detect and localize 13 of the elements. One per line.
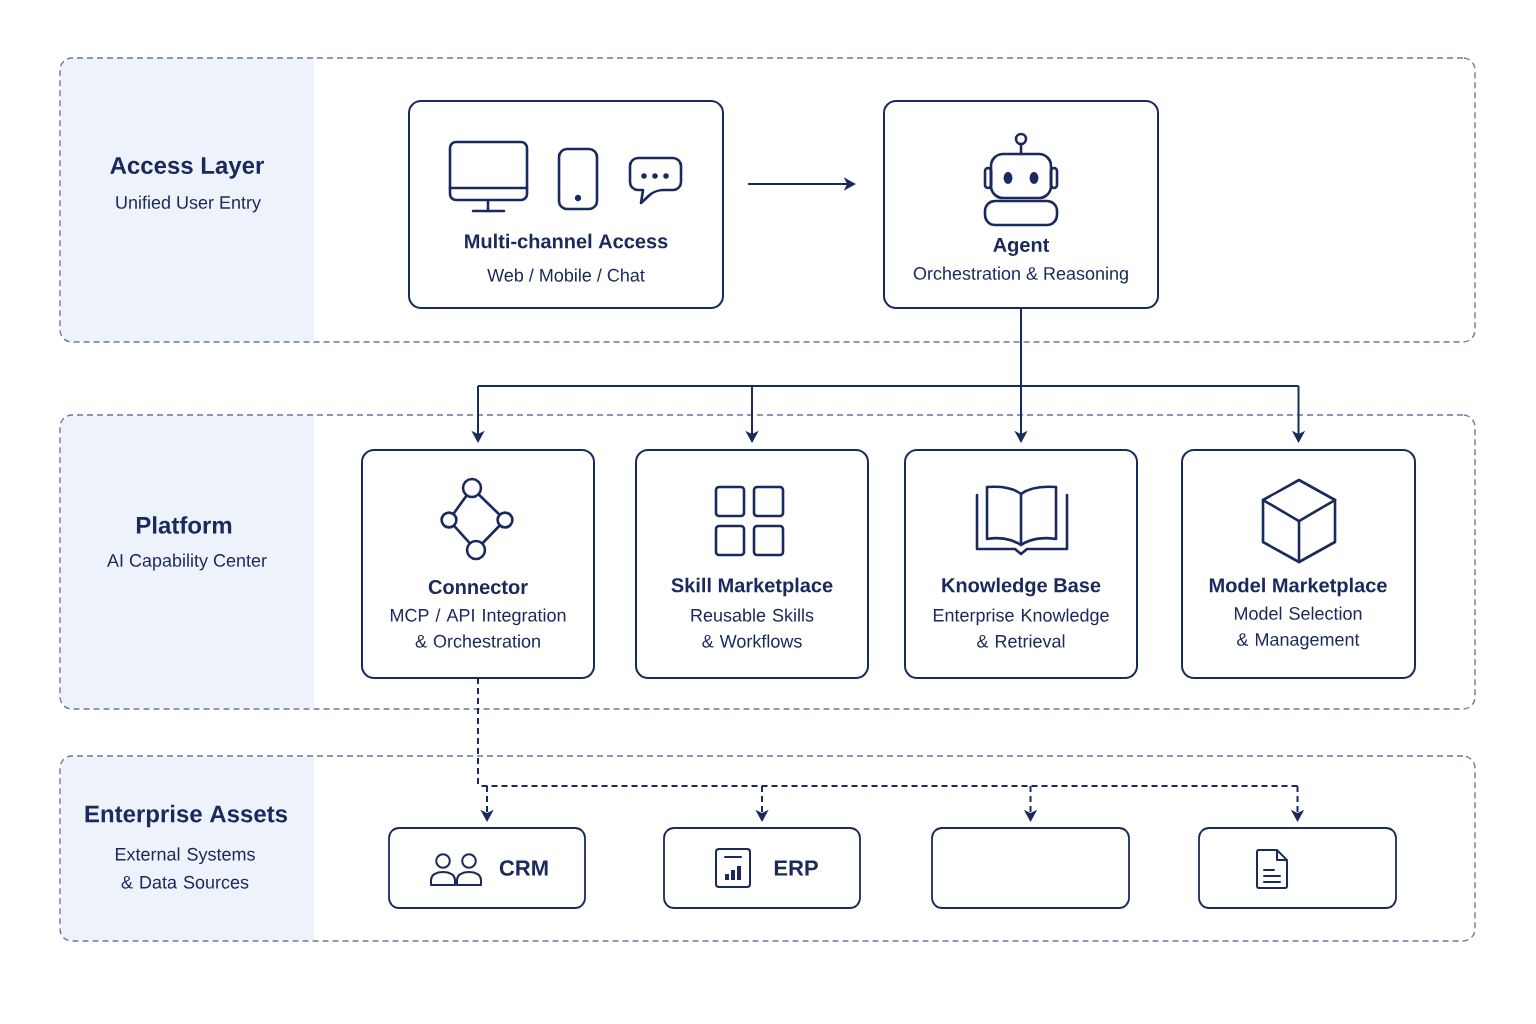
side-panel: Access Layer Unified User Entry (60, 58, 314, 342)
connector-line (477, 677, 1299, 787)
side-panel: Enterprise Assets External Systems & Data Sources (60, 756, 314, 941)
card: Connector MCP / API Integration & Orchestration (361, 449, 595, 679)
system-box (931, 827, 1130, 909)
system-box: CRM (388, 827, 586, 909)
card: Skill Marketplace Reusable Skills & Workflows (635, 449, 869, 679)
system-box: ERP (663, 827, 861, 909)
card: Model Marketplace Model Selection & Management (1181, 449, 1416, 679)
card: Agent Orchestration & Reasoning (883, 100, 1159, 309)
side-panel: Platform AI Capability Center (60, 415, 314, 709)
card: Multi-channel Access Web / Mobile / Chat (408, 100, 724, 309)
card: Knowledge Base Enterprise Knowledge & Retrieval (904, 449, 1138, 679)
